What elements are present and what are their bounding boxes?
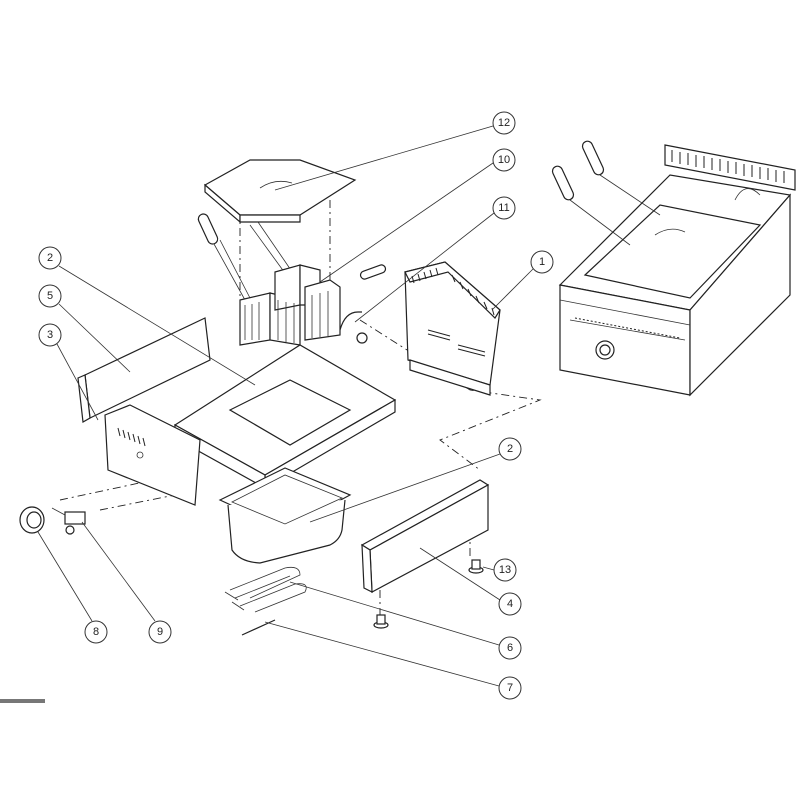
assembled-fryer [551,140,796,397]
svg-text:2: 2 [47,252,53,264]
back-panel [404,261,501,396]
oil-tank [218,467,352,564]
callout-2-tray: 2 [38,246,62,270]
callout-9: 9 [148,620,172,644]
callout-5: 5 [38,284,62,308]
svg-text:3: 3 [47,329,53,341]
callout-13: 13 [493,558,517,582]
basket-handles [197,213,387,301]
callout-7: 7 [498,676,522,700]
svg-text:9: 9 [157,626,163,638]
lid [203,159,357,224]
callout-10: 10 [492,148,516,172]
callout-6: 6 [498,636,522,660]
thermostat-probe [241,619,276,636]
svg-text:4: 4 [507,598,513,610]
drain-tap [339,311,368,344]
control-knob [19,506,45,534]
callout-2-tank: 2 [498,437,522,461]
svg-text:5: 5 [47,290,53,302]
callout-4: 4 [498,592,522,616]
callout-11: 11 [492,196,516,220]
svg-text:12: 12 [498,117,510,129]
svg-text:11: 11 [498,202,509,214]
svg-text:8: 8 [93,626,99,638]
svg-text:2: 2 [507,443,513,455]
control-panel [104,404,201,506]
svg-text:13: 13 [499,564,511,576]
callout-12: 12 [492,111,516,135]
svg-text:6: 6 [507,642,513,654]
callout-1: 1 [530,250,554,274]
top-tray [173,344,397,490]
svg-text:10: 10 [498,154,510,166]
baskets [239,264,341,346]
callout-3: 3 [38,323,62,347]
thermostat-valve [51,507,86,535]
callout-8: 8 [84,620,108,644]
svg-text:1: 1 [539,256,545,268]
heating-element [224,566,307,613]
feet [373,559,484,629]
side-panel-right [360,479,490,593]
svg-text:7: 7 [507,682,513,694]
side-panel-left [77,317,211,423]
leader-lines [37,125,534,687]
scroll-indicator-bar [0,699,45,703]
